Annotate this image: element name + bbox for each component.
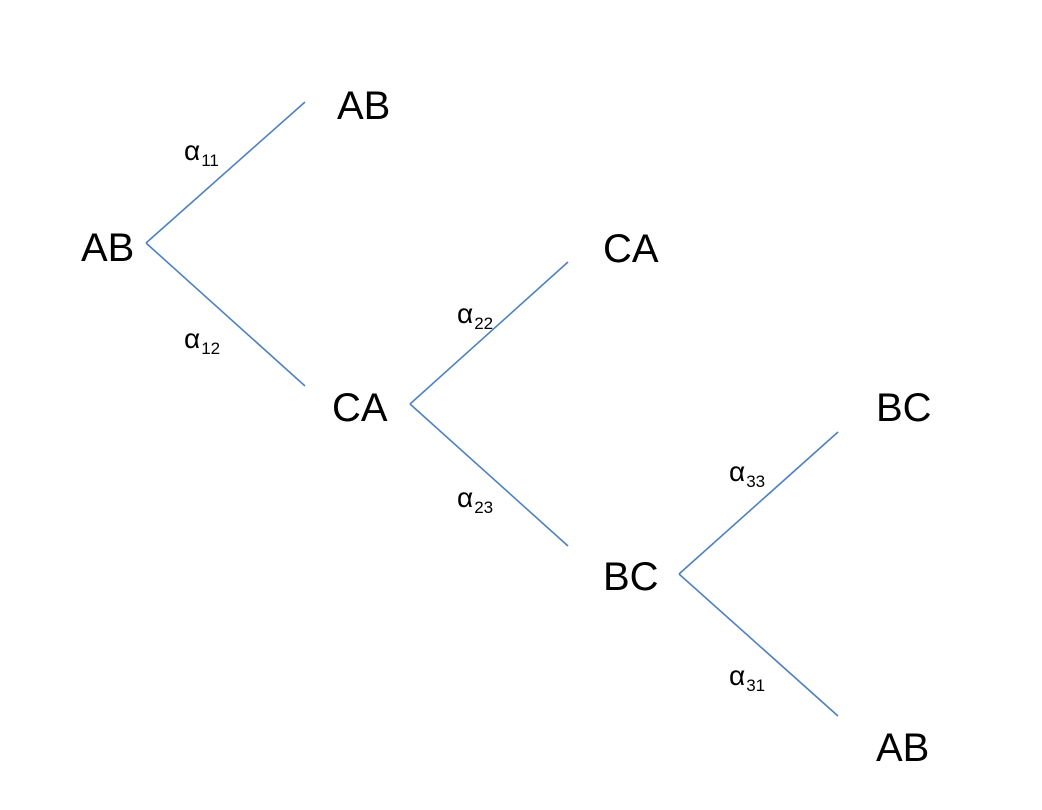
edge-ab-to-ab [145,101,306,244]
alpha-subscript: 11 [201,151,219,170]
edge-label-alpha-33: α33 [729,456,765,491]
alpha-symbol: α [457,482,474,513]
edge-label-alpha-31: α31 [729,660,765,695]
edge-ab-to-ca [145,242,306,387]
node-level1-ab: AB [337,84,391,128]
alpha-subscript: 31 [746,676,766,695]
node-root-ab: AB [81,226,135,270]
node-level3-bc: BC [876,386,932,430]
node-level1-ca: CA [332,386,388,430]
node-level2-ca: CA [603,227,659,271]
edge-bc-to-ab [678,573,839,717]
edge-ca-to-bc [409,403,569,547]
edge-label-alpha-12: α12 [184,323,220,358]
alpha-symbol: α [184,323,201,354]
alpha-subscript: 33 [746,472,766,491]
alpha-symbol: α [457,298,474,329]
edge-bc-to-bc [678,431,839,575]
alpha-symbol: α [729,456,746,487]
alpha-subscript: 12 [201,339,221,358]
alpha-symbol: α [184,135,201,166]
node-level2-bc: BC [603,555,659,599]
alpha-symbol: α [729,660,746,691]
edge-ca-to-ca [409,261,569,405]
alpha-subscript: 22 [474,314,494,333]
alpha-subscript: 23 [474,498,494,517]
edge-label-alpha-22: α22 [457,298,493,333]
edge-label-alpha-23: α23 [457,482,493,517]
node-level3-ab: AB [876,726,930,770]
edge-label-alpha-11: α11 [184,135,219,170]
